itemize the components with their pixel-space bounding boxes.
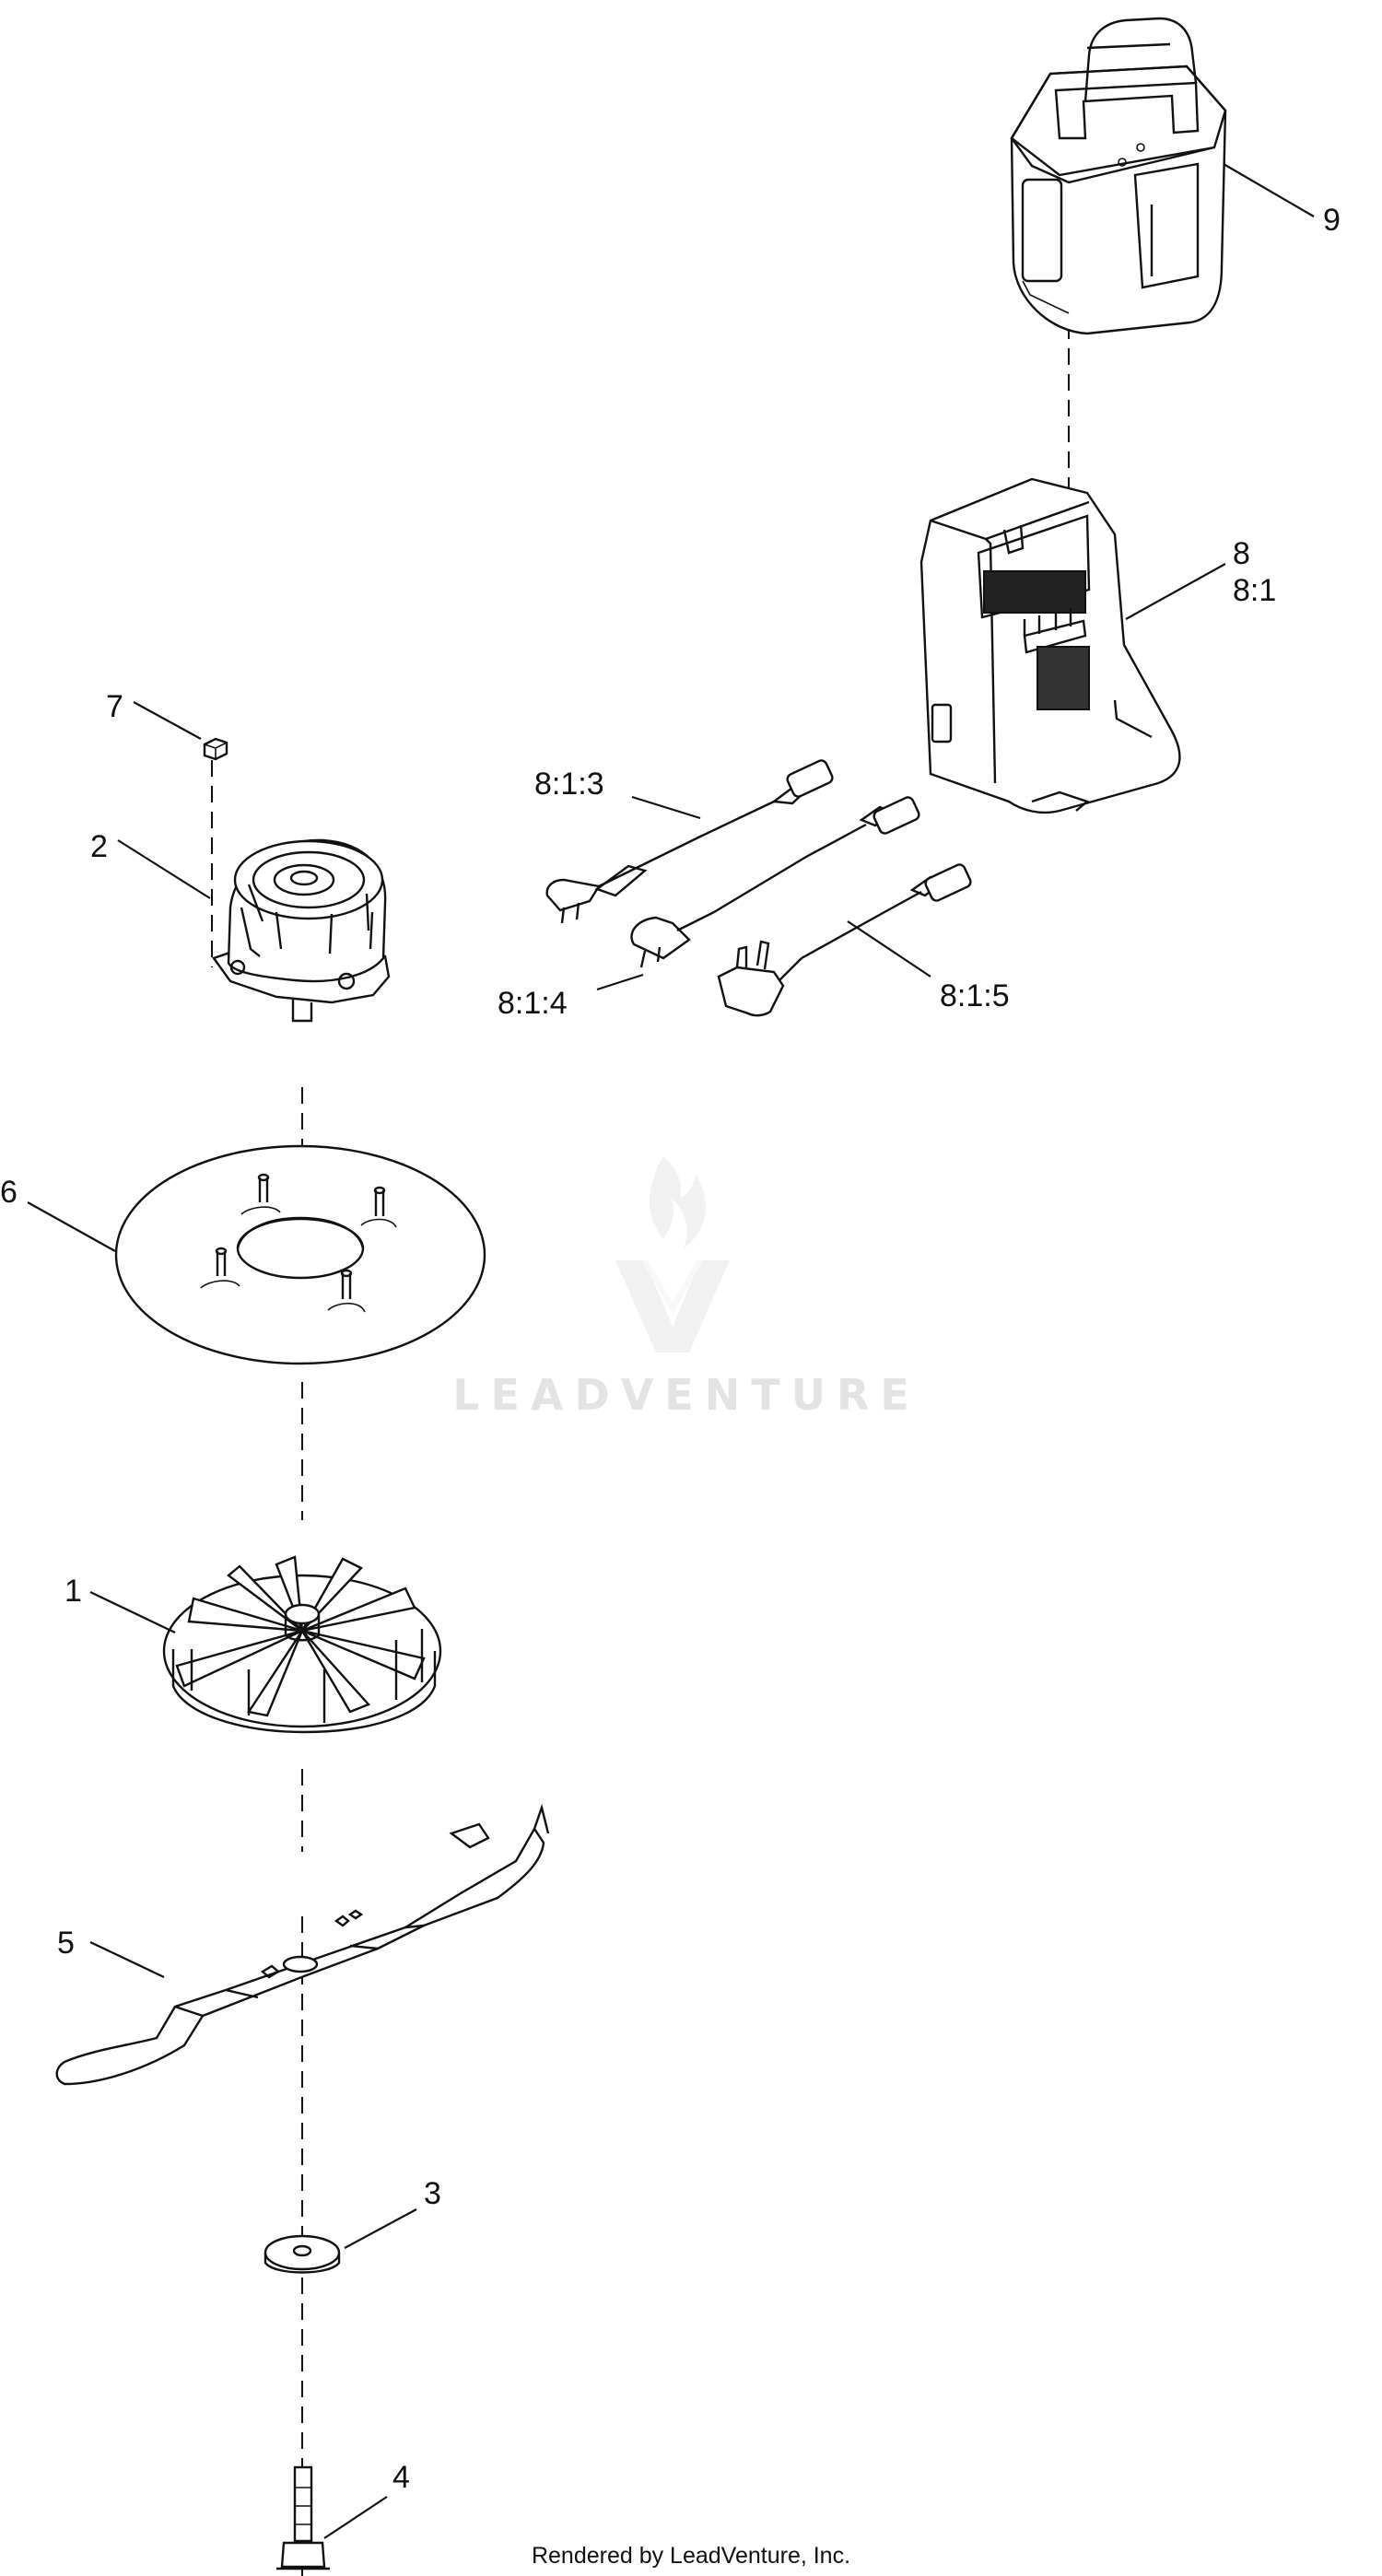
leader-line — [117, 839, 211, 899]
power-cord-eu-icon — [630, 796, 920, 968]
hex-nut-icon — [203, 737, 228, 761]
deck-shield-icon — [114, 1144, 486, 1365]
leader-line — [1125, 563, 1226, 620]
leader-line — [631, 795, 701, 820]
leader-line — [27, 1201, 116, 1252]
callout-6: 6 — [0, 1175, 18, 1210]
callout-2: 2 — [90, 829, 108, 864]
blade-bolt-icon — [276, 2465, 330, 2570]
leader-line — [847, 920, 931, 978]
leader-line — [344, 2208, 417, 2249]
power-cord-au-icon — [545, 759, 834, 924]
leader-line — [323, 2496, 388, 2539]
leader-line — [133, 701, 202, 740]
leadventure-logo-icon — [615, 1156, 730, 1352]
callout-8-1: 8:1 — [1233, 573, 1276, 608]
callout-3: 3 — [424, 2176, 441, 2211]
callout-1: 1 — [64, 1574, 82, 1609]
callout-8: 8 — [1233, 536, 1250, 571]
callout-8-1-5: 8:1:5 — [940, 978, 1010, 1013]
fan-icon — [162, 1555, 442, 1734]
leader-line — [596, 973, 644, 991]
leader-line — [89, 1941, 165, 1978]
washer-icon — [264, 2234, 341, 2274]
callout-5: 5 — [57, 1926, 75, 1961]
leader-line — [1223, 163, 1315, 217]
power-cord-uk-icon — [717, 863, 972, 1017]
leader-line — [89, 1591, 176, 1633]
callout-9: 9 — [1323, 203, 1341, 238]
callout-8-1-3: 8:1:3 — [534, 767, 604, 802]
motor-icon — [212, 838, 391, 1023]
footer-credit: Rendered by LeadVenture, Inc. — [532, 2543, 850, 2569]
blade-icon — [55, 1803, 550, 2086]
callout-4: 4 — [392, 2460, 410, 2495]
callout-8-1-4: 8:1:4 — [498, 986, 568, 1021]
callout-7: 7 — [106, 689, 123, 724]
battery-pack-icon — [1010, 17, 1227, 335]
battery-charger-icon — [919, 477, 1181, 814]
watermark-text: LEADVENTURE — [452, 1370, 920, 1420]
